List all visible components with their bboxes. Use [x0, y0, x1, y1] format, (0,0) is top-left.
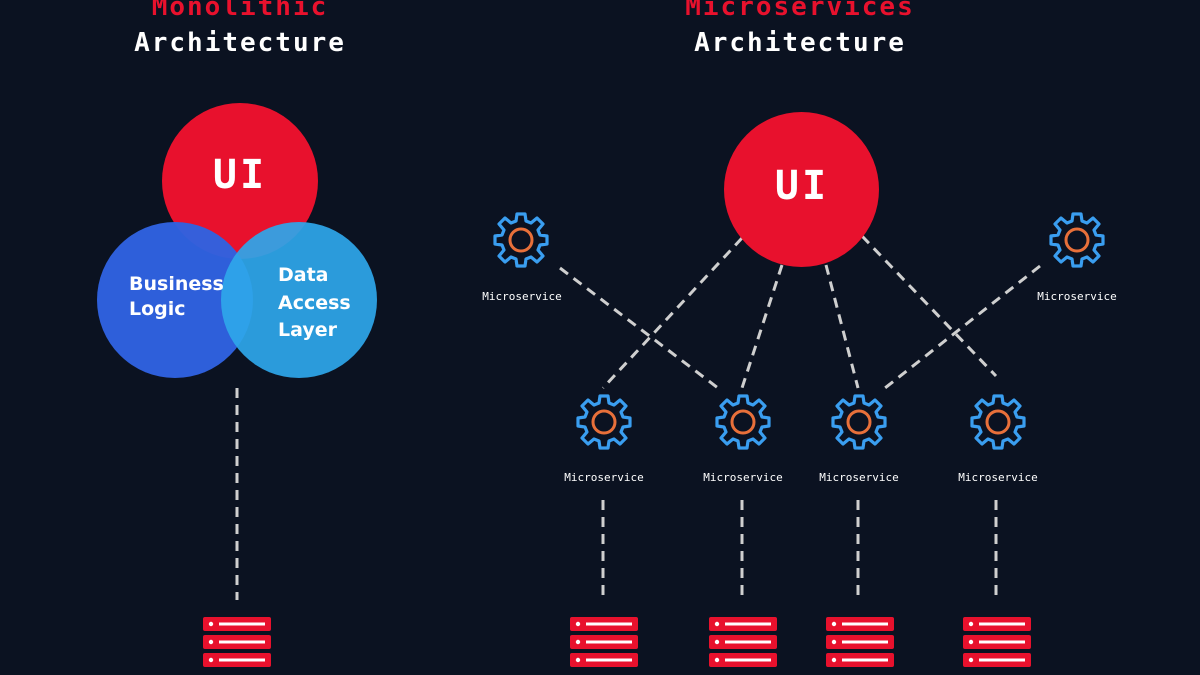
- microservice-label-1: Microservice: [482, 290, 562, 303]
- monolith-ui-label: UI: [212, 152, 268, 198]
- data-access-layer-circle: [221, 222, 377, 378]
- monolithic-title-line1: Monolithic: [151, 0, 329, 22]
- gear-icon: [1044, 207, 1110, 273]
- database-server-icon: [709, 617, 777, 667]
- gear-icon: [965, 389, 1031, 455]
- gear-icon: [826, 389, 892, 455]
- microservice-label-2: Microservice: [1037, 290, 1117, 303]
- microservices-title-line2: Architecture: [694, 28, 906, 58]
- ui-ms3-connector: [601, 236, 744, 390]
- business-logic-line2: Logic: [129, 297, 186, 320]
- data-access-layer-label: Data Access Layer: [278, 262, 351, 345]
- microservice-label-4: Microservice: [703, 471, 783, 484]
- business-logic-line1: Business: [129, 273, 224, 295]
- ui-ms6-connector: [860, 234, 998, 378]
- ui-ms5-connector: [824, 264, 860, 389]
- gear-icon: [488, 207, 554, 273]
- business-logic-label: Business Logic: [129, 272, 224, 321]
- ms1-ms4-connector: [559, 266, 719, 390]
- ui-ms4-connector: [740, 264, 784, 389]
- microservice-label-5: Microservice: [819, 471, 899, 484]
- microservice-label-6: Microservice: [958, 471, 1038, 484]
- microservice-label-3: Microservice: [564, 471, 644, 484]
- monolithic-title-line2: Architecture: [134, 28, 346, 58]
- ms2-ms5-connector: [884, 264, 1041, 390]
- microservices-title-line1: Microservices: [685, 0, 915, 22]
- microservices-heading: Microservices Architecture: [640, 0, 960, 56]
- data-access-line1: Data: [278, 264, 329, 286]
- database-server-icon: [570, 617, 638, 667]
- microservices-ui-label: UI: [774, 163, 830, 209]
- database-server-icon: [963, 617, 1031, 667]
- data-access-line3: Layer: [278, 319, 337, 342]
- microservices-ui-circle: [724, 112, 879, 267]
- database-server-icon: [203, 617, 271, 667]
- data-access-line2: Access: [278, 291, 351, 314]
- database-server-icon: [826, 617, 894, 667]
- gear-icon: [571, 389, 637, 455]
- gear-icon: [710, 389, 776, 455]
- monolithic-heading: Monolithic Architecture: [110, 0, 370, 56]
